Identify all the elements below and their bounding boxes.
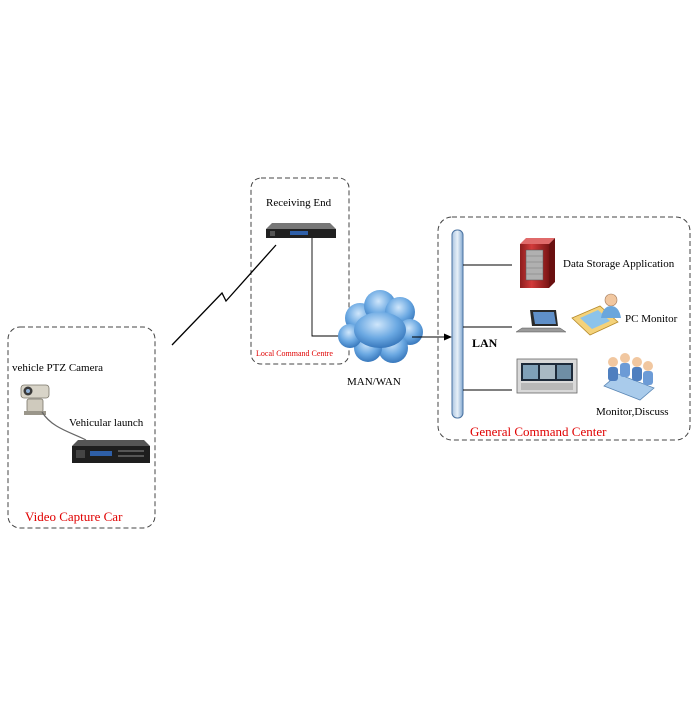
laptop-icon <box>515 310 567 333</box>
vehicle-box-title: Video Capture Car <box>25 509 123 524</box>
person-at-monitor-icon <box>571 293 621 336</box>
lan-label: LAN <box>472 336 498 350</box>
arrow-head-icon <box>444 333 452 341</box>
lan-bus <box>451 229 464 419</box>
local-command-centre-label: Local Command Centre <box>256 349 333 358</box>
command-center-title: General Command Center <box>470 424 607 439</box>
monitor-discuss-label: Monitor,Discuss <box>596 406 669 418</box>
receiver-cloud-link <box>311 238 348 337</box>
camera-label: vehicle PTZ Camera <box>12 362 104 374</box>
data-storage-label: Data Storage Application <box>563 258 675 270</box>
pc-monitor-label: PC Monitor <box>625 313 678 325</box>
receiving-end-title: Receiving End <box>266 197 332 209</box>
server-icon <box>520 238 555 288</box>
video-wall-icon <box>516 358 578 394</box>
camera-cable <box>41 411 87 441</box>
man-wan-label: MAN/WAN <box>347 376 401 388</box>
general-command-center-box <box>437 216 691 441</box>
receiver-device-icon <box>266 223 336 238</box>
receiving-end-box <box>250 177 350 365</box>
meeting-people-icon <box>603 353 655 401</box>
ptz-camera-icon <box>20 384 50 415</box>
launch-label: Vehicular launch <box>69 417 144 429</box>
wireless-link-icon <box>171 244 277 346</box>
cloud-icon <box>338 290 423 363</box>
vehicular-launch-device-icon <box>72 440 150 463</box>
